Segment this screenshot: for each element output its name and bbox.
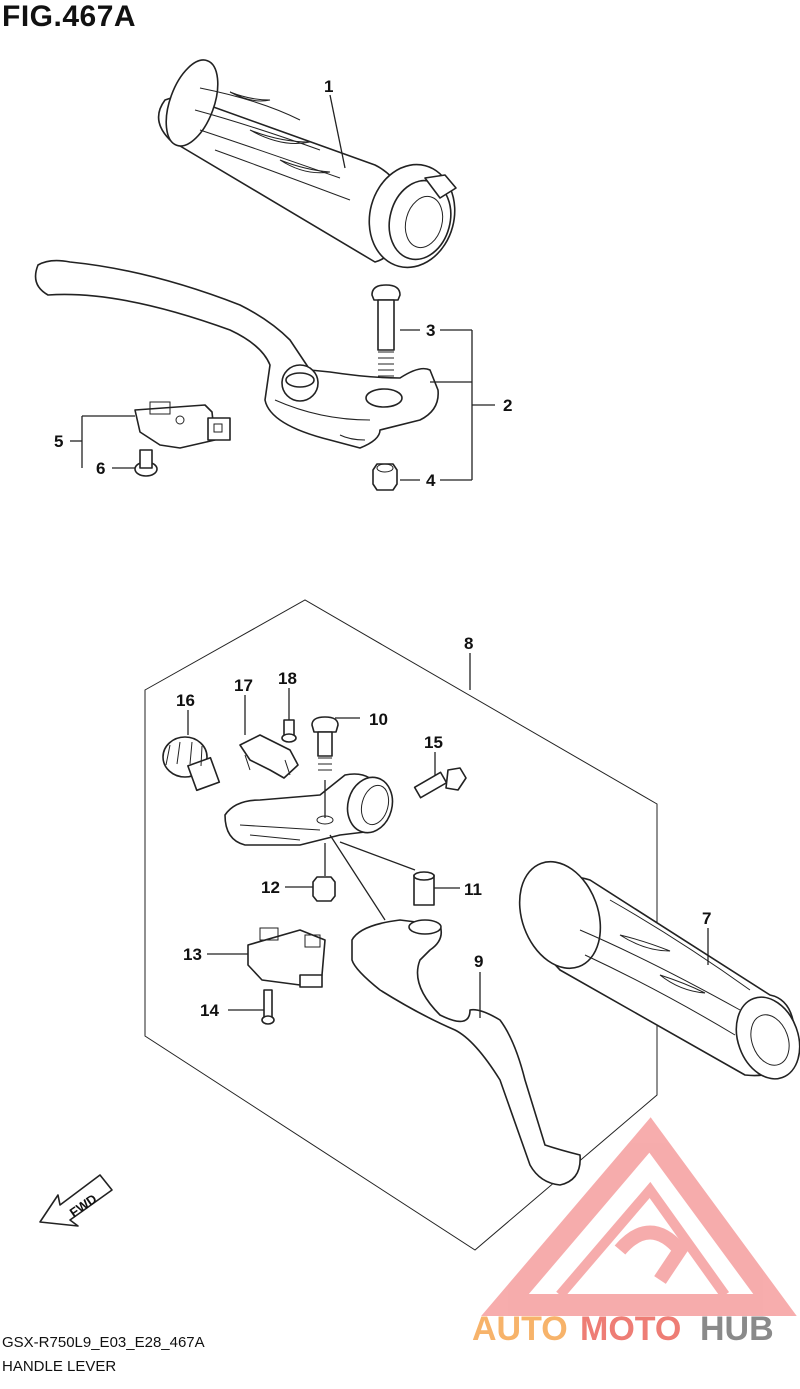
- part-14-screw[interactable]: [261, 989, 275, 1025]
- automotohub-watermark-logo: [481, 1117, 797, 1316]
- part-8-assembly-boundary: [144, 599, 658, 1251]
- callout-18: 18: [278, 669, 297, 688]
- part-3-pivot-bolt[interactable]: [371, 284, 401, 377]
- figure-title: FIG.467A: [2, 0, 137, 33]
- leader-lines: [70, 94, 709, 1018]
- callout-1: 1: [324, 77, 333, 96]
- part-1-throttle-grip[interactable]: [156, 53, 466, 277]
- part-6-screw[interactable]: [134, 449, 158, 477]
- part-8-clutch-lever-holder[interactable]: [224, 772, 398, 846]
- callout-9: 9: [474, 952, 483, 971]
- watermark-auto: AUTO: [472, 1310, 568, 1348]
- callout-17: 17: [234, 676, 253, 695]
- callout-16: 16: [176, 691, 195, 710]
- diagram-name: HANDLE LEVER: [2, 1358, 117, 1375]
- callout-15: 15: [424, 733, 443, 752]
- part-17-spring-clip[interactable]: [239, 734, 299, 779]
- part-15-bolt[interactable]: [413, 767, 467, 799]
- fwd-direction-arrow: FWD: [39, 1174, 113, 1227]
- callout-13: 13: [183, 945, 202, 964]
- callout-10: 10: [369, 710, 388, 729]
- watermark-moto: MOTO: [580, 1310, 681, 1348]
- callout-14: 14: [200, 1001, 219, 1020]
- callout-8: 8: [464, 634, 473, 653]
- callout-12: 12: [261, 878, 280, 897]
- callout-3: 3: [426, 321, 435, 340]
- callout-6: 6: [96, 459, 105, 478]
- diagram-code: GSX-R750L9_E03_E28_467A: [2, 1334, 205, 1351]
- part-9-clutch-lever[interactable]: [351, 919, 581, 1186]
- part-13-clutch-switch[interactable]: [247, 927, 326, 988]
- part-18-screw[interactable]: [281, 719, 297, 743]
- callout-4: 4: [426, 471, 436, 490]
- callout-5: 5: [54, 432, 63, 451]
- watermark-hub: HUB: [700, 1310, 774, 1348]
- part-4-nut[interactable]: [372, 463, 398, 491]
- part-12-nut[interactable]: [312, 876, 336, 902]
- callout-2: 2: [503, 396, 512, 415]
- part-10-pivot-bolt[interactable]: [311, 716, 339, 771]
- part-5-brake-switch[interactable]: [134, 401, 231, 449]
- callout-7: 7: [702, 909, 711, 928]
- callout-11: 11: [464, 880, 482, 899]
- part-7-handlebar-grip[interactable]: [505, 850, 800, 1087]
- part-11-collar[interactable]: [413, 871, 435, 906]
- part-2-brake-lever-assembly[interactable]: [34, 259, 439, 449]
- part-16-adjuster[interactable]: [162, 736, 221, 792]
